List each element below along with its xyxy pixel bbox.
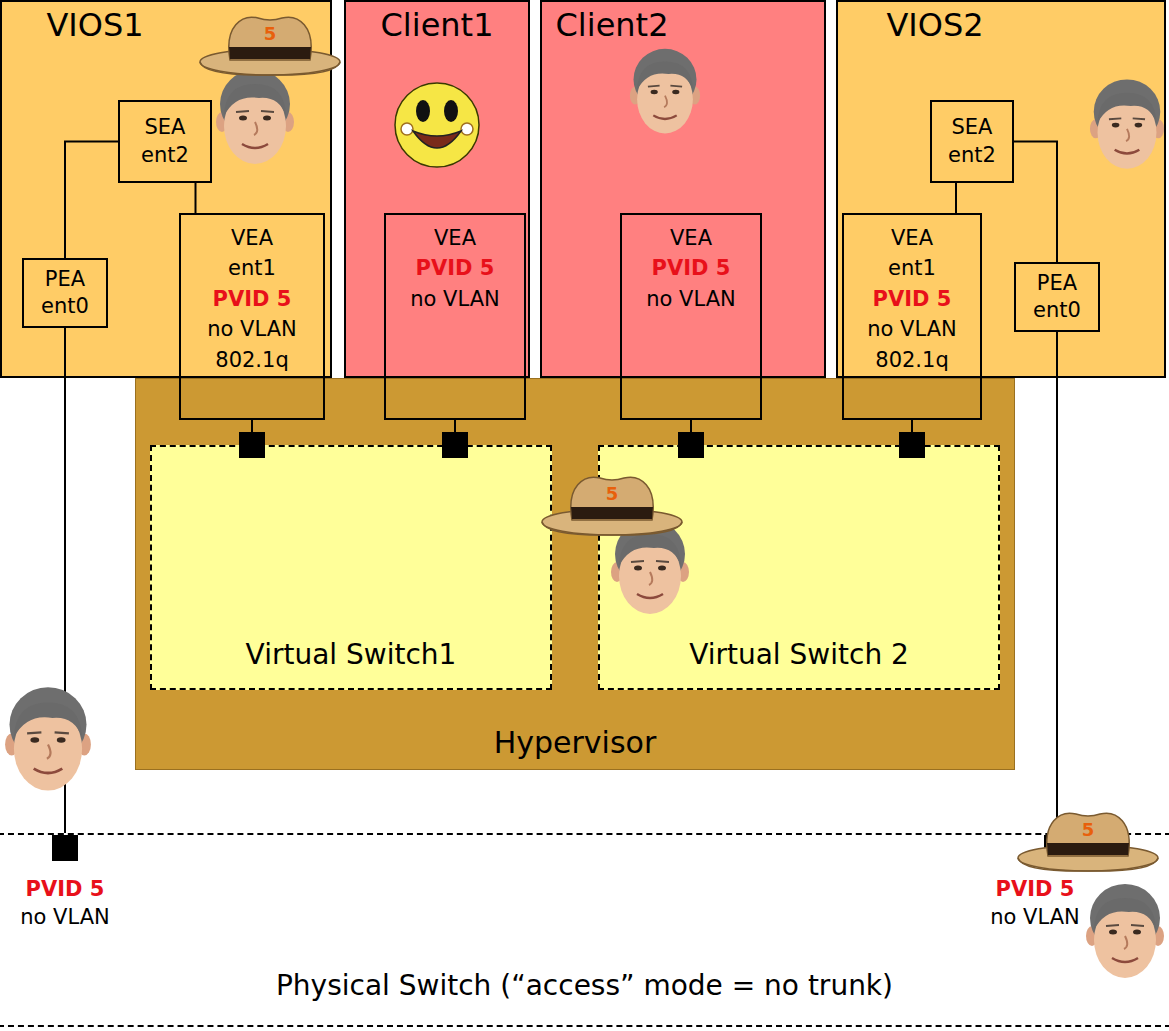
box-text: no VLAN: [410, 284, 499, 314]
hypervisor-band: Hypervisor Virtual Switch1 Virtual Switch …: [135, 378, 1015, 770]
virtual-adapter-box: VEAPVID 5no VLAN: [620, 213, 762, 420]
box-text: PEA ent0: [30, 266, 100, 321]
adapter-box: SEA ent2: [930, 100, 1014, 183]
box-text: VEA: [670, 223, 712, 253]
box-text: PVID 5: [213, 284, 292, 314]
physical-switch: Physical Switch (“access” mode = no trun…: [0, 833, 1169, 1027]
box-text: VEA: [434, 223, 476, 253]
box-text: VEA ent1: [206, 223, 298, 284]
box-title: Virtual Switch 2: [689, 638, 909, 672]
box-text: no VLAN 802.1q: [866, 314, 958, 375]
port-label: no VLAN: [20, 905, 109, 930]
adapter-box: PEA ent0: [22, 258, 108, 328]
hat-number: 5: [606, 483, 619, 505]
virtual-adapter-box: VEAPVID 5no VLAN: [384, 213, 526, 420]
switch-port: [52, 835, 78, 861]
network-wire: [1056, 332, 1058, 833]
port-label: no VLAN: [990, 905, 1079, 930]
box-text: PVID 5: [652, 253, 731, 283]
adapter-box: SEA ent2: [118, 100, 212, 183]
box-text: no VLAN: [646, 284, 735, 314]
box-title: VIOS2: [886, 6, 983, 44]
client-partition: Client2VEAPVID 5no VLAN: [540, 0, 826, 378]
face-picture: [1086, 884, 1164, 978]
client-partition: Client1VEAPVID 5no VLAN: [344, 0, 530, 378]
box-text: PVID 5: [873, 284, 952, 314]
vios-partition: VIOS2SEA ent2VEA ent1PVID 5no VLAN 802.1…: [836, 0, 1166, 378]
box-title: Physical Switch (“access” mode = no trun…: [276, 969, 893, 1003]
box-text: SEA ent2: [126, 114, 204, 169]
hat-number: 5: [1082, 819, 1095, 841]
box-text: PVID 5: [416, 253, 495, 283]
port-label: PVID 5: [996, 877, 1075, 902]
switch-port: [1044, 835, 1070, 861]
virtual-switch: Virtual Switch1: [150, 445, 552, 690]
box-title: Client1: [381, 6, 494, 44]
virtual-adapter-box: VEA ent1PVID 5no VLAN 802.1q: [179, 213, 325, 420]
box-title: Virtual Switch1: [246, 638, 457, 672]
box-text: VEA ent1: [866, 223, 958, 284]
face-picture: [5, 687, 91, 790]
box-text: PEA ent0: [1022, 270, 1092, 325]
adapter-box: PEA ent0: [1014, 262, 1100, 332]
box-title: VIOS1: [46, 6, 143, 44]
network-wire: [64, 328, 66, 833]
box-title: Client2: [556, 6, 669, 44]
virtual-adapter-box: VEA ent1PVID 5no VLAN 802.1q: [842, 213, 982, 420]
box-text: no VLAN 802.1q: [206, 314, 298, 375]
virtual-switch: Virtual Switch 2: [598, 445, 1000, 690]
hat-number: 5: [264, 23, 277, 45]
box-title: Hypervisor: [494, 725, 657, 761]
cowboy-hat: [1018, 813, 1158, 871]
vios-partition: VIOS1SEA ent2PEA ent0 VEA ent1PVID 5no VL…: [0, 0, 332, 378]
box-text: SEA ent2: [938, 114, 1006, 169]
port-label: PVID 5: [26, 877, 105, 902]
